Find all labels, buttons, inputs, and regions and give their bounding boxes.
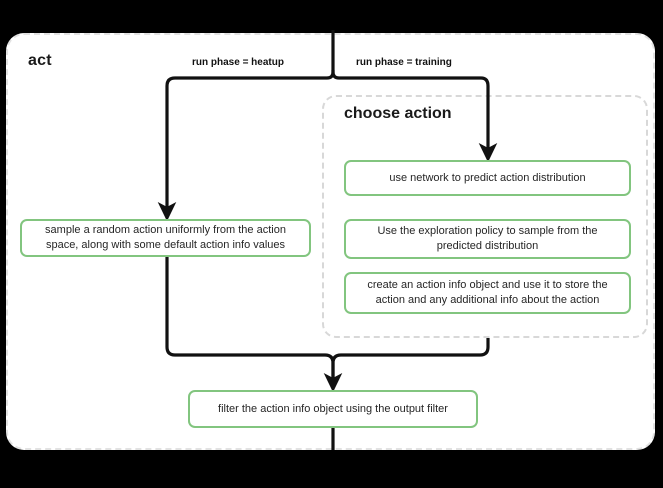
node-exploration-policy[interactable]: Use the exploration policy to sample fro… [344, 219, 631, 259]
act-group-title: act [28, 52, 52, 69]
node-use-network[interactable]: use network to predict action distributi… [344, 160, 631, 196]
node-filter-action-info[interactable]: filter the action info object using the … [188, 390, 478, 428]
node-create-action-info[interactable]: create an action info object and use it … [344, 272, 631, 314]
node-sample-random-action[interactable]: sample a random action uniformly from th… [20, 219, 311, 257]
choose-action-group-title: choose action [344, 105, 452, 122]
edge-label-heatup: run phase = heatup [192, 57, 284, 68]
edge-label-training: run phase = training [356, 57, 452, 68]
